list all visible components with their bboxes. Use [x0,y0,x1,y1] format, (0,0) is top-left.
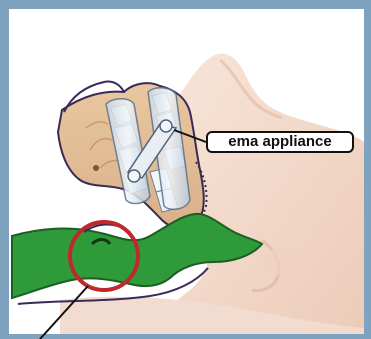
strap-button-lower [128,170,140,182]
strap-button-upper [160,120,172,132]
bone-foramen [93,165,99,171]
ema-appliance-label: ema appliance [206,131,354,153]
lip-highlight [260,248,304,276]
